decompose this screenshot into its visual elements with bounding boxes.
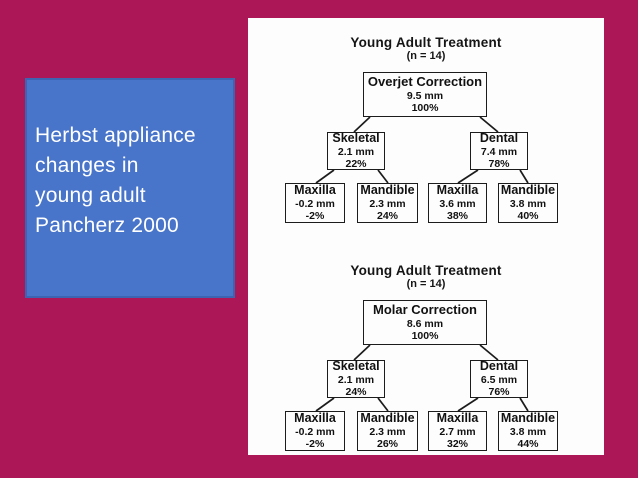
child-node-dental: Dental 7.4 mm 78%	[470, 131, 528, 171]
node-percent-value: 100%	[411, 329, 439, 342]
node-percent-value: 24%	[345, 386, 367, 399]
tree-title: Young Adult Treatment	[350, 263, 502, 278]
node-label: Maxilla	[436, 411, 479, 426]
node-label: Maxilla	[294, 183, 336, 198]
leaf-node-maxilla-skeletal: Maxilla -0.2 mm -2%	[285, 183, 345, 223]
node-mm-value: 2.1 mm	[337, 373, 375, 386]
node-percent-value: 44%	[517, 438, 539, 451]
child-node-dental: Dental 6.5 mm 76%	[470, 359, 528, 399]
node-percent-value: 24%	[376, 210, 398, 223]
node-mm-value: 2.3 mm	[369, 425, 406, 438]
node-label: Skeletal	[332, 359, 380, 374]
leaf-node-mandible-dental: Mandible 3.8 mm 44%	[498, 411, 558, 451]
node-percent-value: -2%	[305, 210, 325, 223]
node-percent-value: 100%	[411, 101, 439, 114]
node-label: Molar Correction	[372, 301, 477, 317]
tree-overjet-correction: Young Adult Treatment (n = 14) Overjet C…	[248, 18, 604, 237]
slide-title-line: Pancherz 2000	[35, 214, 179, 237]
node-label: Mandible	[360, 411, 415, 426]
node-label: Skeletal	[332, 131, 380, 146]
tree-sample-size: (n = 14)	[406, 278, 446, 290]
node-mm-value: 2.7 mm	[439, 425, 476, 438]
slide-title-line: Herbst appliance	[35, 124, 196, 147]
child-node-skeletal: Skeletal 2.1 mm 22%	[327, 131, 385, 171]
root-node-overjet: Overjet Correction 9.5 mm 100%	[363, 72, 487, 117]
tree-sample-size: (n = 14)	[406, 50, 446, 62]
node-mm-value: 6.5 mm	[480, 373, 518, 386]
node-mm-value: -0.2 mm	[295, 425, 335, 438]
slide-title-line: young adult	[35, 184, 146, 207]
tree-molar-correction: Young Adult Treatment (n = 14) Molar Cor…	[248, 246, 604, 465]
node-mm-value: 2.3 mm	[369, 197, 406, 210]
node-mm-value: 3.8 mm	[509, 197, 547, 210]
root-node-molar: Molar Correction 8.6 mm 100%	[363, 300, 487, 345]
node-label: Mandible	[500, 411, 556, 426]
node-percent-value: 38%	[446, 210, 468, 223]
node-percent-value: -2%	[305, 438, 325, 451]
node-mm-value: 3.6 mm	[439, 197, 476, 210]
node-label: Overjet Correction	[367, 73, 483, 89]
leaf-node-mandible-skeletal: Mandible 2.3 mm 26%	[357, 411, 418, 451]
node-mm-value: -0.2 mm	[295, 197, 335, 210]
leaf-node-mandible-skeletal: Mandible 2.3 mm 24%	[357, 183, 418, 223]
node-mm-value: 8.6 mm	[406, 317, 444, 330]
node-percent-value: 32%	[446, 438, 468, 451]
node-label: Maxilla	[294, 411, 336, 426]
node-percent-value: 22%	[345, 158, 367, 171]
node-mm-value: 7.4 mm	[480, 145, 518, 158]
node-label: Mandible	[500, 183, 556, 198]
child-node-skeletal: Skeletal 2.1 mm 24%	[327, 359, 385, 399]
node-label: Maxilla	[436, 183, 479, 198]
leaf-node-maxilla-dental: Maxilla 3.6 mm 38%	[428, 183, 487, 223]
node-label: Dental	[479, 359, 519, 374]
node-mm-value: 2.1 mm	[337, 145, 375, 158]
node-label: Dental	[479, 131, 519, 146]
node-mm-value: 3.8 mm	[509, 425, 547, 438]
diagram-panel: Young Adult Treatment (n = 14) Overjet C…	[248, 18, 604, 455]
leaf-node-maxilla-dental: Maxilla 2.7 mm 32%	[428, 411, 487, 451]
node-mm-value: 9.5 mm	[406, 89, 444, 102]
tree-title: Young Adult Treatment	[350, 35, 502, 50]
node-percent-value: 78%	[488, 158, 510, 171]
leaf-node-maxilla-skeletal: Maxilla -0.2 mm -2%	[285, 411, 345, 451]
leaf-node-mandible-dental: Mandible 3.8 mm 40%	[498, 183, 558, 223]
node-percent-value: 26%	[376, 438, 398, 451]
slide-title-line: changes in	[35, 154, 139, 177]
node-percent-value: 76%	[488, 386, 510, 399]
node-percent-value: 40%	[517, 210, 539, 223]
slide-title-box: Herbst appliance changes in young adult …	[25, 78, 235, 298]
node-label: Mandible	[360, 183, 415, 198]
